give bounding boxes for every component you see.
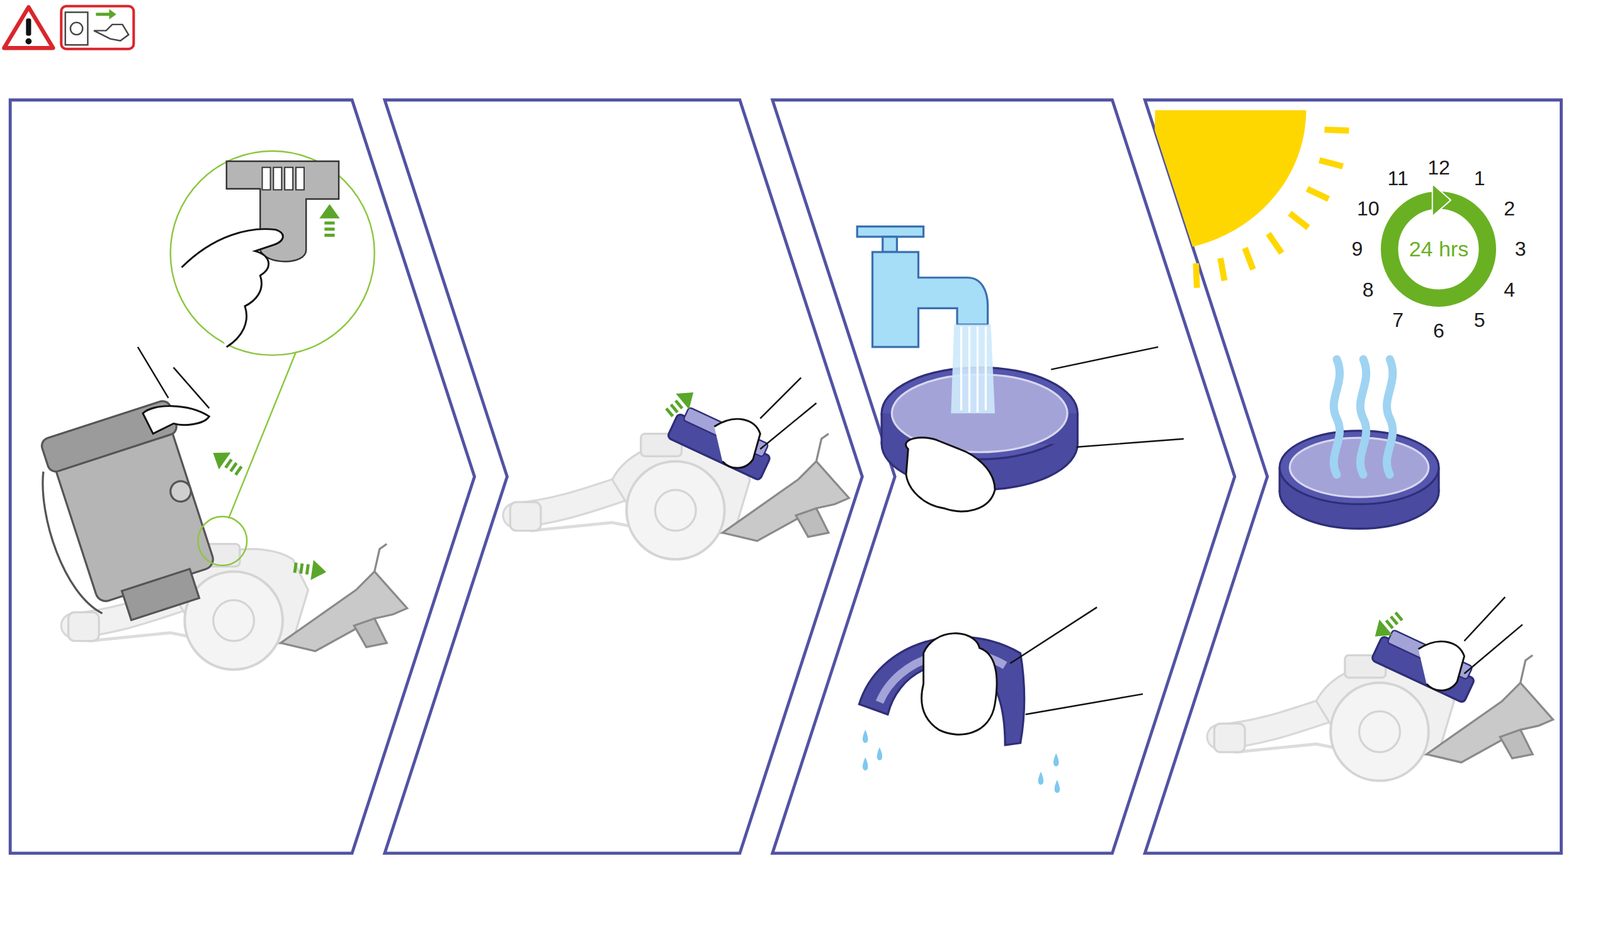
clock-number: 6: [1433, 320, 1445, 341]
duration-text: 24 hrs: [1409, 238, 1470, 260]
clock-number: 2: [1503, 198, 1515, 219]
clock-number: 7: [1392, 309, 1404, 330]
clock-number: 9: [1351, 238, 1363, 259]
clock-number: 1: [1474, 168, 1486, 189]
clock-number: 10: [1356, 198, 1380, 219]
clock-ring: 24 hrs: [1375, 185, 1502, 313]
clock-number: 4: [1503, 279, 1515, 300]
clock-number: 5: [1474, 309, 1486, 330]
clock-number: 8: [1362, 279, 1374, 300]
clock-number: 3: [1514, 238, 1527, 259]
clock-number: 12: [1427, 157, 1451, 178]
clock-number: 11: [1387, 168, 1409, 189]
